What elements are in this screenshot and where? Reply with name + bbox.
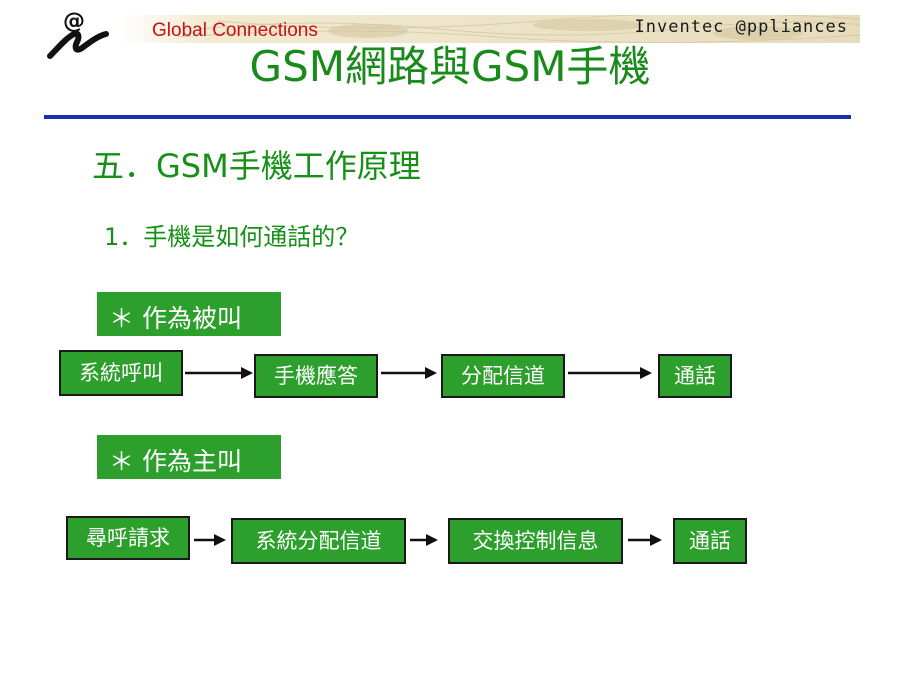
arrow-right-icon [185,366,253,380]
svg-text:@: @ [63,9,85,34]
caller-step-1: 尋呼請求 [66,516,190,560]
question-heading: 1．手機是如何通話的？ [104,223,360,251]
section-heading: 五．GSM手機工作原理 [92,147,421,185]
company-name: Inventec @ppliances [634,17,848,37]
called-step-1: 系統呼叫 [59,350,183,396]
slide-title: GSM網路與GSM手機 [249,42,651,91]
called-step-3: 分配信道 [441,354,565,398]
arrow-right-icon [194,533,226,547]
arrow-right-icon [628,533,662,547]
brand-name: Global Connections [152,20,318,41]
caller-step-3: 交換控制信息 [448,518,623,564]
called-flow-label: ＊ 作為被叫 [97,292,281,336]
caller-flow-label: ＊ 作為主叫 [97,435,281,479]
called-step-4: 通話 [658,354,732,398]
caller-step-2: 系統分配信道 [231,518,406,564]
caller-step-4: 通話 [673,518,747,564]
at-sign-swoosh-logo: @ [44,8,114,64]
title-divider [44,115,851,119]
called-step-2: 手機應答 [254,354,378,398]
arrow-right-icon [568,366,652,380]
arrow-right-icon [381,366,437,380]
arrow-right-icon [410,533,438,547]
header-banner [118,15,860,43]
